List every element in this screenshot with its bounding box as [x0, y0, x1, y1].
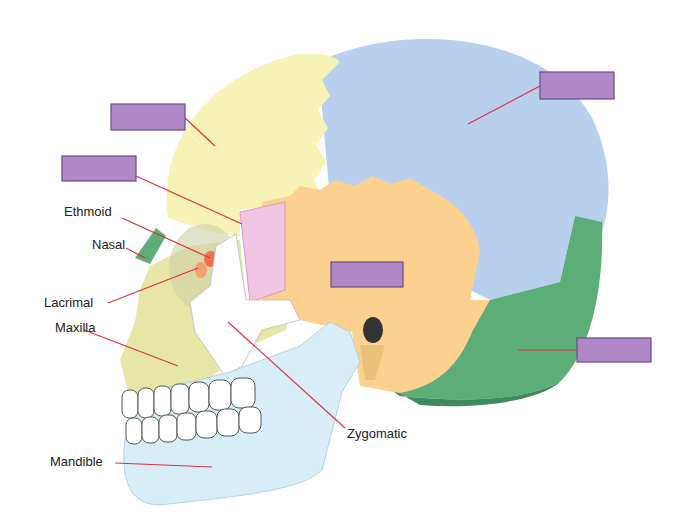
leader-lines: [84, 86, 577, 467]
lacrimal-bone: [195, 262, 207, 278]
mastoid-process: [360, 345, 385, 380]
bone-label: Lacrimal: [44, 295, 93, 311]
mandible-bone: [124, 322, 360, 505]
bone-label: Maxilla: [55, 320, 95, 336]
bone-label: Ethmoid: [64, 204, 112, 220]
sphenoid-bone: [240, 202, 285, 302]
bone-label: Zygomatic: [347, 426, 407, 442]
bone-label: Nasal: [92, 237, 125, 253]
teeth: [122, 378, 261, 444]
ear-canal: [363, 317, 383, 343]
nasal-bone: [135, 228, 166, 264]
blank-label-box: [62, 72, 651, 362]
bone-label: Mandible: [50, 454, 103, 470]
